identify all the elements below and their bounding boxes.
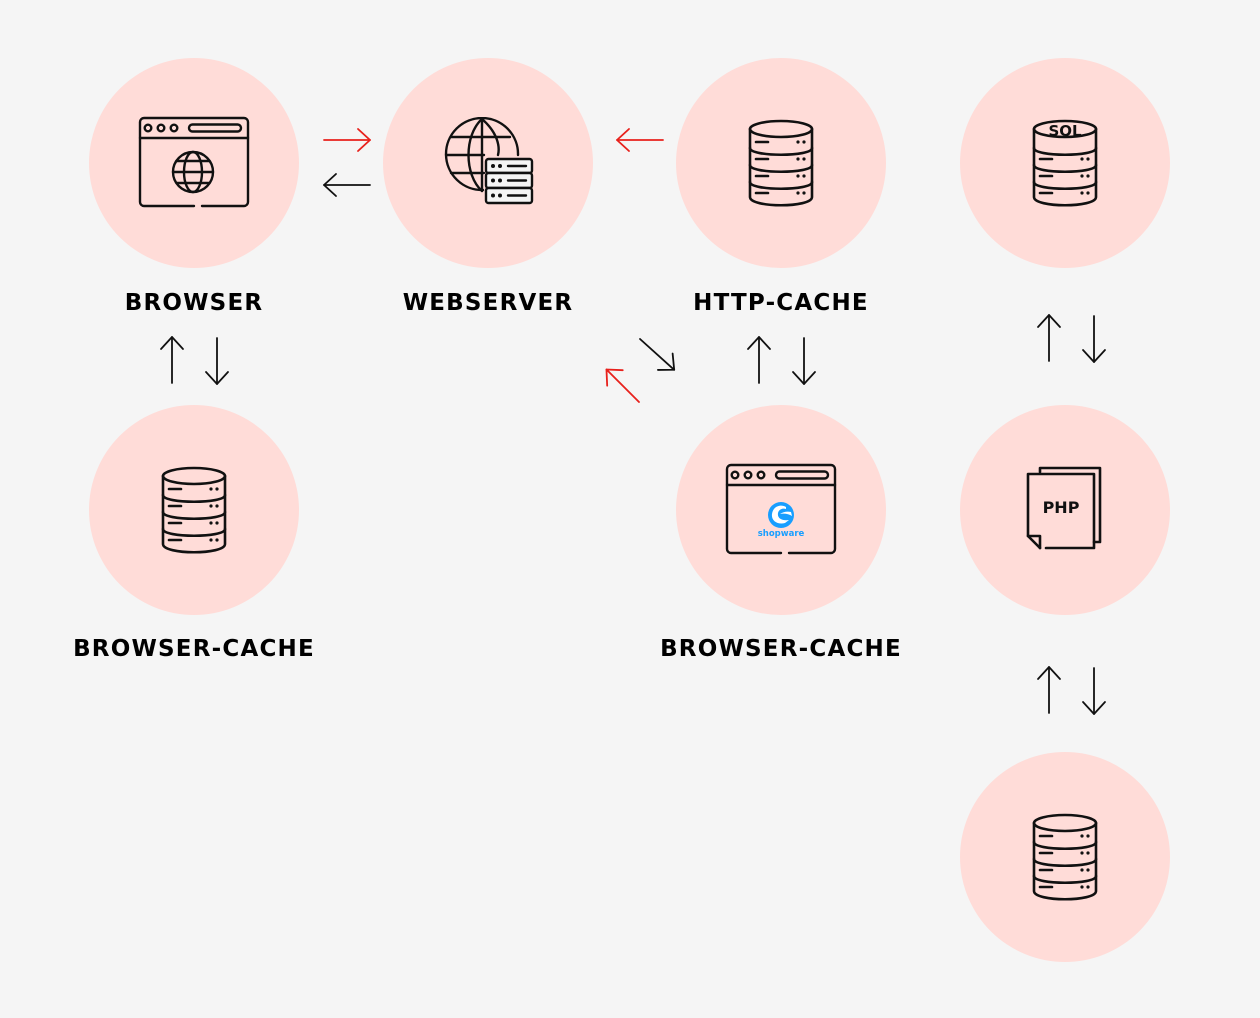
shopware-browser-icon: shopware (725, 463, 837, 555)
shopware-brand-text: shopware (758, 529, 805, 539)
database-icon (748, 119, 814, 207)
label-browser: BROWSER (124, 290, 264, 316)
arrow-shopware-to-webserver (597, 360, 648, 411)
arrow-browser-to-browsercache (205, 337, 229, 385)
node-sql: SQL (960, 58, 1170, 268)
sql-icon-text: SQL (1048, 122, 1082, 140)
php-file-icon: PHP (1026, 466, 1102, 550)
node-database-bottom (960, 752, 1170, 962)
arrow-shopware-to-httpcache (747, 336, 771, 384)
node-http-cache (676, 58, 886, 268)
shopware-logo-icon: shopware (758, 502, 805, 539)
arrow-database-to-php (1037, 666, 1061, 714)
database-icon (161, 466, 227, 554)
node-webserver (383, 58, 593, 268)
arrow-webserver-to-browser (323, 173, 371, 197)
label-browser-cache-right: BROWSER-CACHE (660, 636, 902, 662)
arrow-browsercache-to-browser (160, 336, 184, 384)
arrow-httpcache-to-webserver (616, 128, 664, 152)
sql-database-icon: SQL (1032, 119, 1098, 207)
node-browser-cache-right: shopware (676, 405, 886, 615)
arrow-php-to-sql (1037, 314, 1061, 362)
php-icon-text: PHP (1043, 498, 1080, 517)
arrow-httpcache-to-shopware (792, 337, 816, 385)
arrow-sql-to-php (1082, 315, 1106, 363)
globe-server-icon (444, 117, 534, 205)
node-browser-cache-left (89, 405, 299, 615)
database-icon (1032, 813, 1098, 901)
browser-globe-icon (138, 116, 250, 208)
arrow-browser-to-webserver (323, 128, 371, 152)
node-php: PHP (960, 405, 1170, 615)
label-webserver: WEBSERVER (402, 290, 574, 316)
label-browser-cache-left: BROWSER-CACHE (73, 636, 315, 662)
arrow-php-to-database (1082, 667, 1106, 715)
arrow-webserver-to-shopware (631, 329, 683, 379)
label-http-cache: HTTP-CACHE (693, 290, 869, 316)
node-browser (89, 58, 299, 268)
